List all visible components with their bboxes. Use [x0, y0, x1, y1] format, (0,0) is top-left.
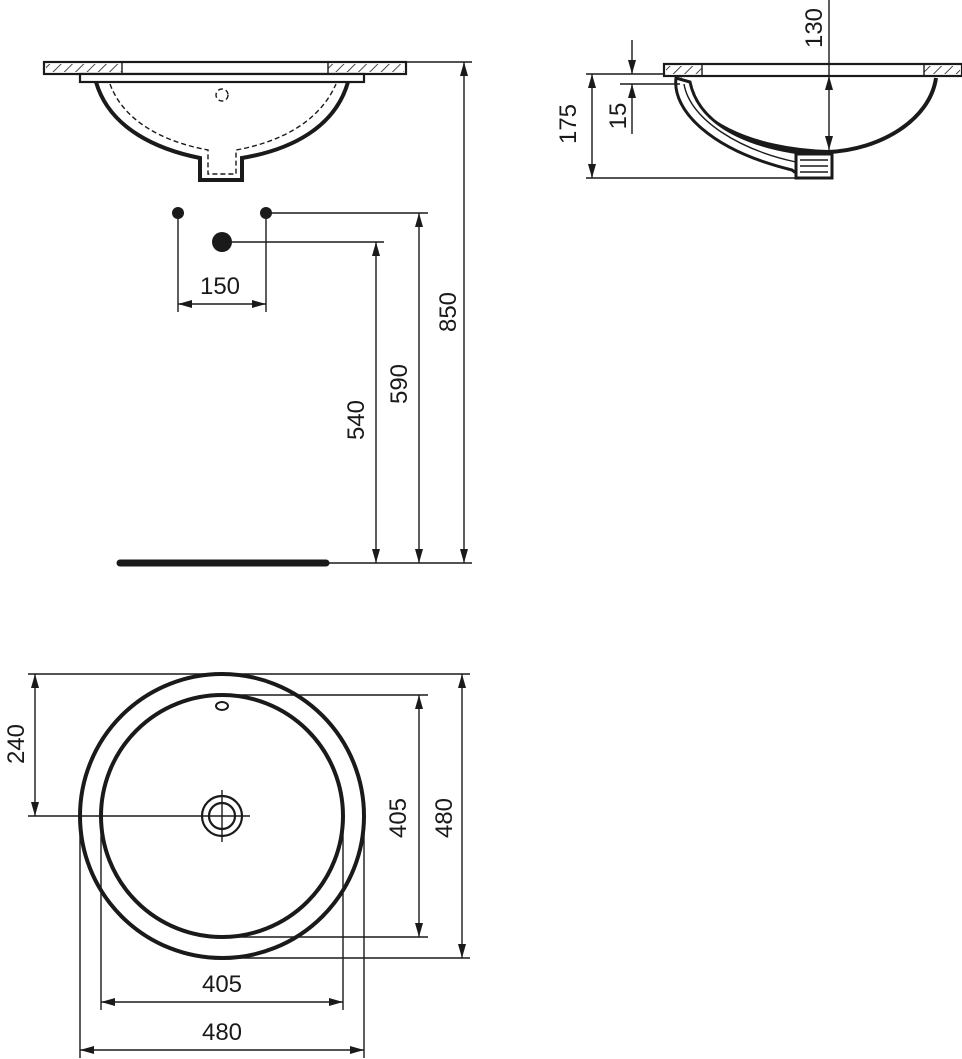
dim-inner-diameter-v: 405 [385, 798, 412, 838]
plan-overflow [215, 701, 229, 711]
plan-view: 240 405 480 405 480 [3, 672, 470, 1058]
dim-rim-height: 850 [435, 292, 462, 332]
dim-tap-spacing: 150 [200, 273, 240, 300]
waste-outlet [212, 232, 232, 252]
tap-hole-right [260, 207, 272, 219]
dim-rim-thickness: 15 [605, 103, 632, 130]
dim-tap-height: 590 [386, 364, 413, 404]
front-view: 150 540 590 850 [42, 60, 472, 567]
dim-bowl-depth: 130 [801, 8, 828, 48]
basin-bowl [94, 81, 350, 182]
dim-inner-diameter-h: 405 [202, 971, 242, 998]
side-countertop-section [662, 62, 962, 78]
dim-center-offset: 240 [3, 724, 30, 764]
dim-outer-diameter-v: 480 [431, 798, 458, 838]
overflow-hole [215, 88, 229, 102]
dim-waste-height: 540 [343, 400, 370, 440]
dim-total-depth: 175 [555, 104, 582, 144]
tap-hole-left [172, 207, 184, 219]
side-view: 130 15 175 [555, 0, 962, 180]
basin-flange [78, 72, 366, 84]
countertop-hatch-left [46, 64, 122, 72]
countertop-hatch-right [328, 64, 404, 72]
dim-outer-diameter-h: 480 [202, 1019, 242, 1046]
basin-inner-dashed [109, 83, 337, 175]
